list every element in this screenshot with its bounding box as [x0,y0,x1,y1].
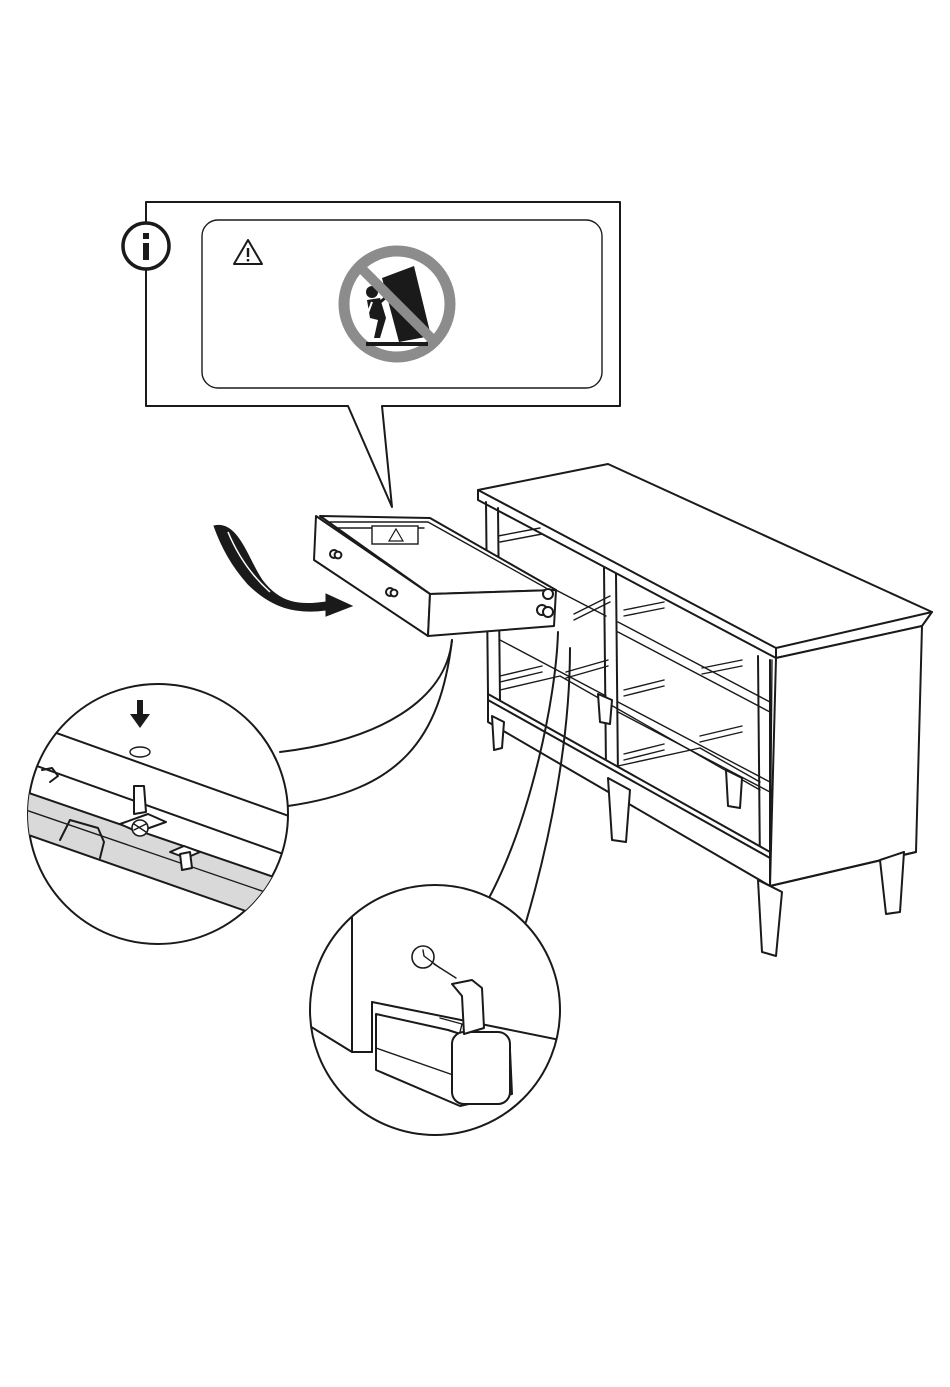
info-callout: i [0,0,620,507]
warning-label-icon [372,526,418,544]
no-climbing-prohibition-icon [344,251,450,357]
info-glyph: i [0,0,1,1]
leg-back-left [598,694,612,724]
drawer-box [314,516,556,636]
rail-end-cap [452,1032,510,1104]
detail-circle-stop [310,885,560,1135]
info-icon: i [0,0,169,269]
dresser-side [770,626,922,886]
stop-hole [412,946,434,968]
leg-front-mid [608,778,630,842]
leg-back-right [880,852,904,914]
leg-front-left [492,716,504,750]
drawer-side [428,590,556,636]
dresser-frame [478,464,932,956]
drawer-stop-detail [300,632,570,1135]
warning-triangle-icon [234,240,262,264]
leg-front-right [758,880,782,956]
leg-back-mid [726,770,742,808]
warning-glyph: ! [0,0,1,1]
